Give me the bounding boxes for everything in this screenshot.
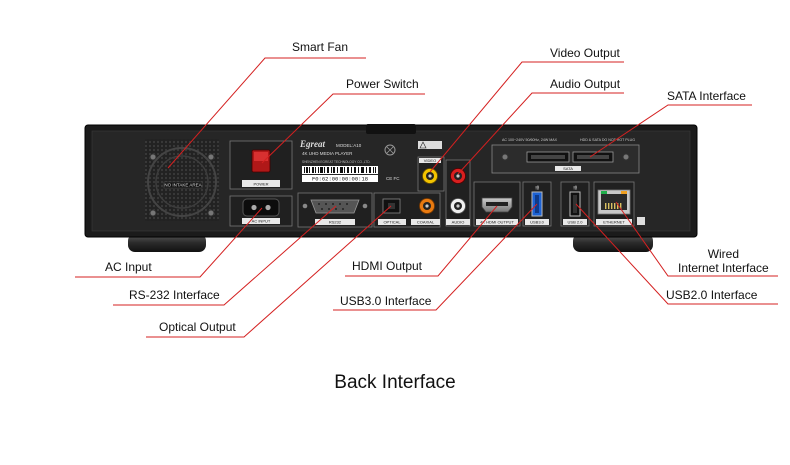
diagram-caption: Back Interface (334, 372, 456, 393)
callout-hdmi-output: HDMI Output (352, 259, 423, 273)
callout-video-output: Video Output (550, 46, 620, 60)
callout-rs232: RS-232 Interface (129, 288, 220, 302)
power-label: POWER (253, 182, 268, 187)
cert-marks: CE FC (386, 176, 400, 181)
fan-section: NO INTAKE AREA (145, 139, 219, 221)
usb3-label: USB3.0 (530, 220, 545, 225)
mac-address: F0:62:00:00:00:18 (312, 176, 368, 183)
warning-label (418, 141, 442, 149)
sata-label: SATA (563, 166, 573, 171)
screw-icon (622, 153, 630, 161)
hdmi-section: 4K HDMI OUTPUT (473, 181, 521, 227)
callout-wired-internet: Wired Internet Interface (678, 247, 769, 275)
fan-label: NO INTAKE AREA (164, 183, 201, 188)
company-text: SHENZHEN EGREAT TECHNOLOGY CO.,LTD. (302, 160, 371, 164)
callout-audio-output: Audio Output (550, 77, 621, 91)
usb2-section: ⇶ USB 2.0 (560, 181, 590, 227)
ethernet-activity-led (621, 191, 627, 194)
rating-text: AC 100~240V 50/60Hz, 24W MAX (502, 138, 558, 142)
coaxial-label: COAXIAL (417, 220, 435, 225)
ac-inlet[interactable] (242, 198, 280, 217)
audio-label: AUDIO (452, 220, 465, 225)
screw-icon (207, 153, 215, 161)
callout-line-ac-input (75, 207, 263, 278)
usb2-label: USB 2.0 (568, 220, 584, 225)
callout-line-wired-internet (615, 201, 778, 277)
barcode-bars (304, 167, 376, 173)
screw-icon (149, 209, 157, 217)
ethernet-label: ETHERNET (603, 220, 625, 225)
callout-power-switch: Power Switch (346, 77, 419, 91)
product-label: Egreat MODEL:A10 4K UHD MEDIA PLAYER SHE… (299, 139, 400, 183)
optical-coaxial-section: OPTICAL COAXIAL (373, 192, 441, 228)
av-section: VIDEO AUDIO (417, 156, 471, 227)
fan-label-tag (163, 181, 203, 189)
callout-line-audio-output (457, 92, 624, 175)
screw-icon (501, 153, 509, 161)
callout-line-video-output (429, 61, 624, 173)
callout-line-sata-interface (589, 104, 752, 158)
callout-line-power-switch (261, 93, 425, 164)
hdmi-label: 4K HDMI OUTPUT (480, 220, 514, 225)
callout-line-usb3 (333, 203, 538, 311)
right-foot (573, 234, 653, 252)
callout-optical-output: Optical Output (159, 320, 236, 334)
callout-line-optical (146, 205, 392, 338)
rs232-label: RS232 (329, 220, 342, 225)
model-text: MODEL:A10 (336, 143, 362, 148)
usb-trident-icon: ⇶ (535, 184, 539, 190)
left-foot (128, 234, 206, 252)
recycle-icon (384, 144, 396, 156)
callout-ac-input: AC Input (105, 260, 152, 274)
ac-input-section: AC INPUT (229, 195, 293, 227)
callout-usb3: USB3.0 Interface (340, 294, 432, 308)
optical-label: OPTICAL (383, 220, 401, 225)
callout-sata-interface: SATA Interface (667, 89, 746, 103)
callout-line-smart-fan (167, 57, 366, 169)
callout-line-hdmi (345, 205, 498, 277)
rs232-section: RS232 (297, 192, 373, 228)
product-text: 4K UHD MEDIA PLAYER (302, 151, 353, 156)
ac-label: AC INPUT (252, 219, 271, 224)
usb-trident-icon: ⇶ (573, 184, 577, 190)
warning-triangle-icon (419, 141, 427, 149)
callout-line-usb2 (575, 203, 778, 305)
callout-usb2: USB2.0 Interface (666, 288, 758, 302)
sata-note: HDD & SATA DO NOT HOT PLUG (580, 138, 635, 142)
power-switch-section: POWER (229, 140, 293, 190)
video-label: VIDEO (424, 158, 436, 163)
screw-icon (149, 153, 157, 161)
screw-icon (207, 209, 215, 217)
sata-section: AC 100~240V 50/60Hz, 24W MAX HDD & SATA … (491, 138, 640, 174)
callout-line-rs232 (113, 205, 337, 306)
ethernet-link-led (601, 191, 607, 194)
callout-smart-fan: Smart Fan (292, 40, 349, 54)
brand-logo: Egreat (299, 139, 326, 149)
